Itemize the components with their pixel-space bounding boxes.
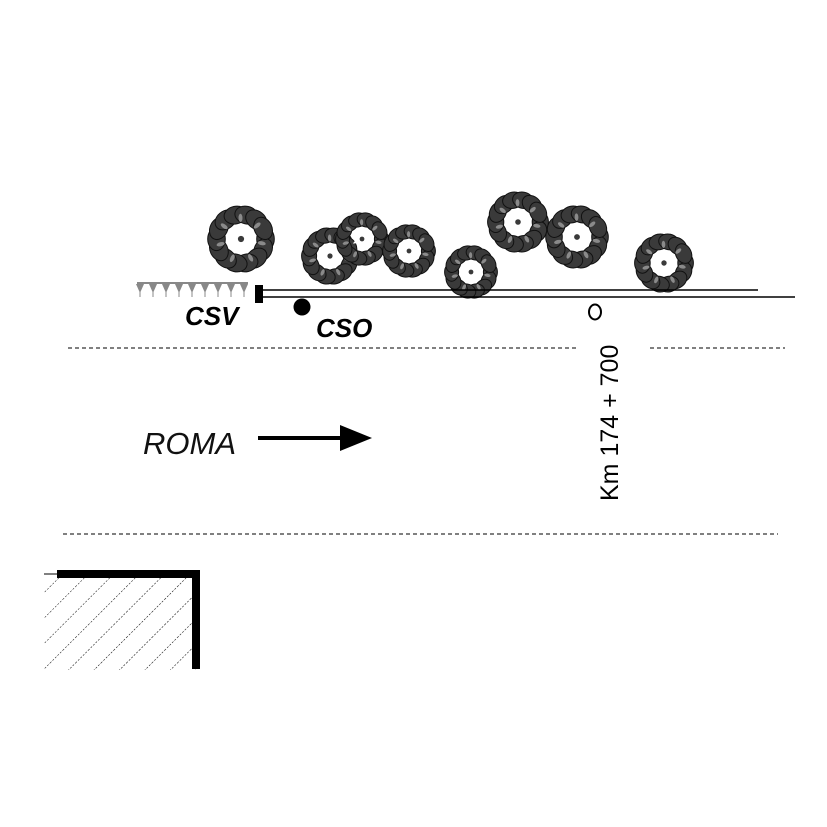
fence-tooth [240, 284, 248, 293]
chainage-label: Km 174 + 700 [596, 345, 624, 501]
building-corner [44, 570, 200, 670]
fence-tooth [136, 284, 144, 293]
fence-symbol [136, 282, 248, 297]
csv-label: CSV [185, 301, 241, 331]
fence-tooth [214, 284, 222, 293]
direction-arrow-icon [258, 425, 372, 451]
csv-end-block [255, 285, 263, 303]
fence-tooth [201, 284, 209, 293]
cso-label: CSO [316, 313, 372, 343]
fence-tooth [162, 284, 170, 293]
direction-label: ROMA [143, 426, 236, 461]
fence-tooth [175, 284, 183, 293]
fence-tooth [188, 284, 196, 293]
tree-4 [382, 224, 436, 278]
km-marker [588, 303, 602, 321]
tree-3 [335, 212, 389, 266]
fence-tooth [227, 284, 235, 293]
tree-8 [634, 233, 694, 293]
tree-6 [487, 191, 549, 253]
tree-5 [444, 245, 498, 299]
tree-2 [301, 227, 359, 285]
tree-group [207, 191, 694, 299]
fence-tooth [149, 284, 157, 293]
tree-1 [207, 205, 275, 273]
cso-marker [293, 298, 311, 316]
tree-7 [545, 205, 609, 269]
